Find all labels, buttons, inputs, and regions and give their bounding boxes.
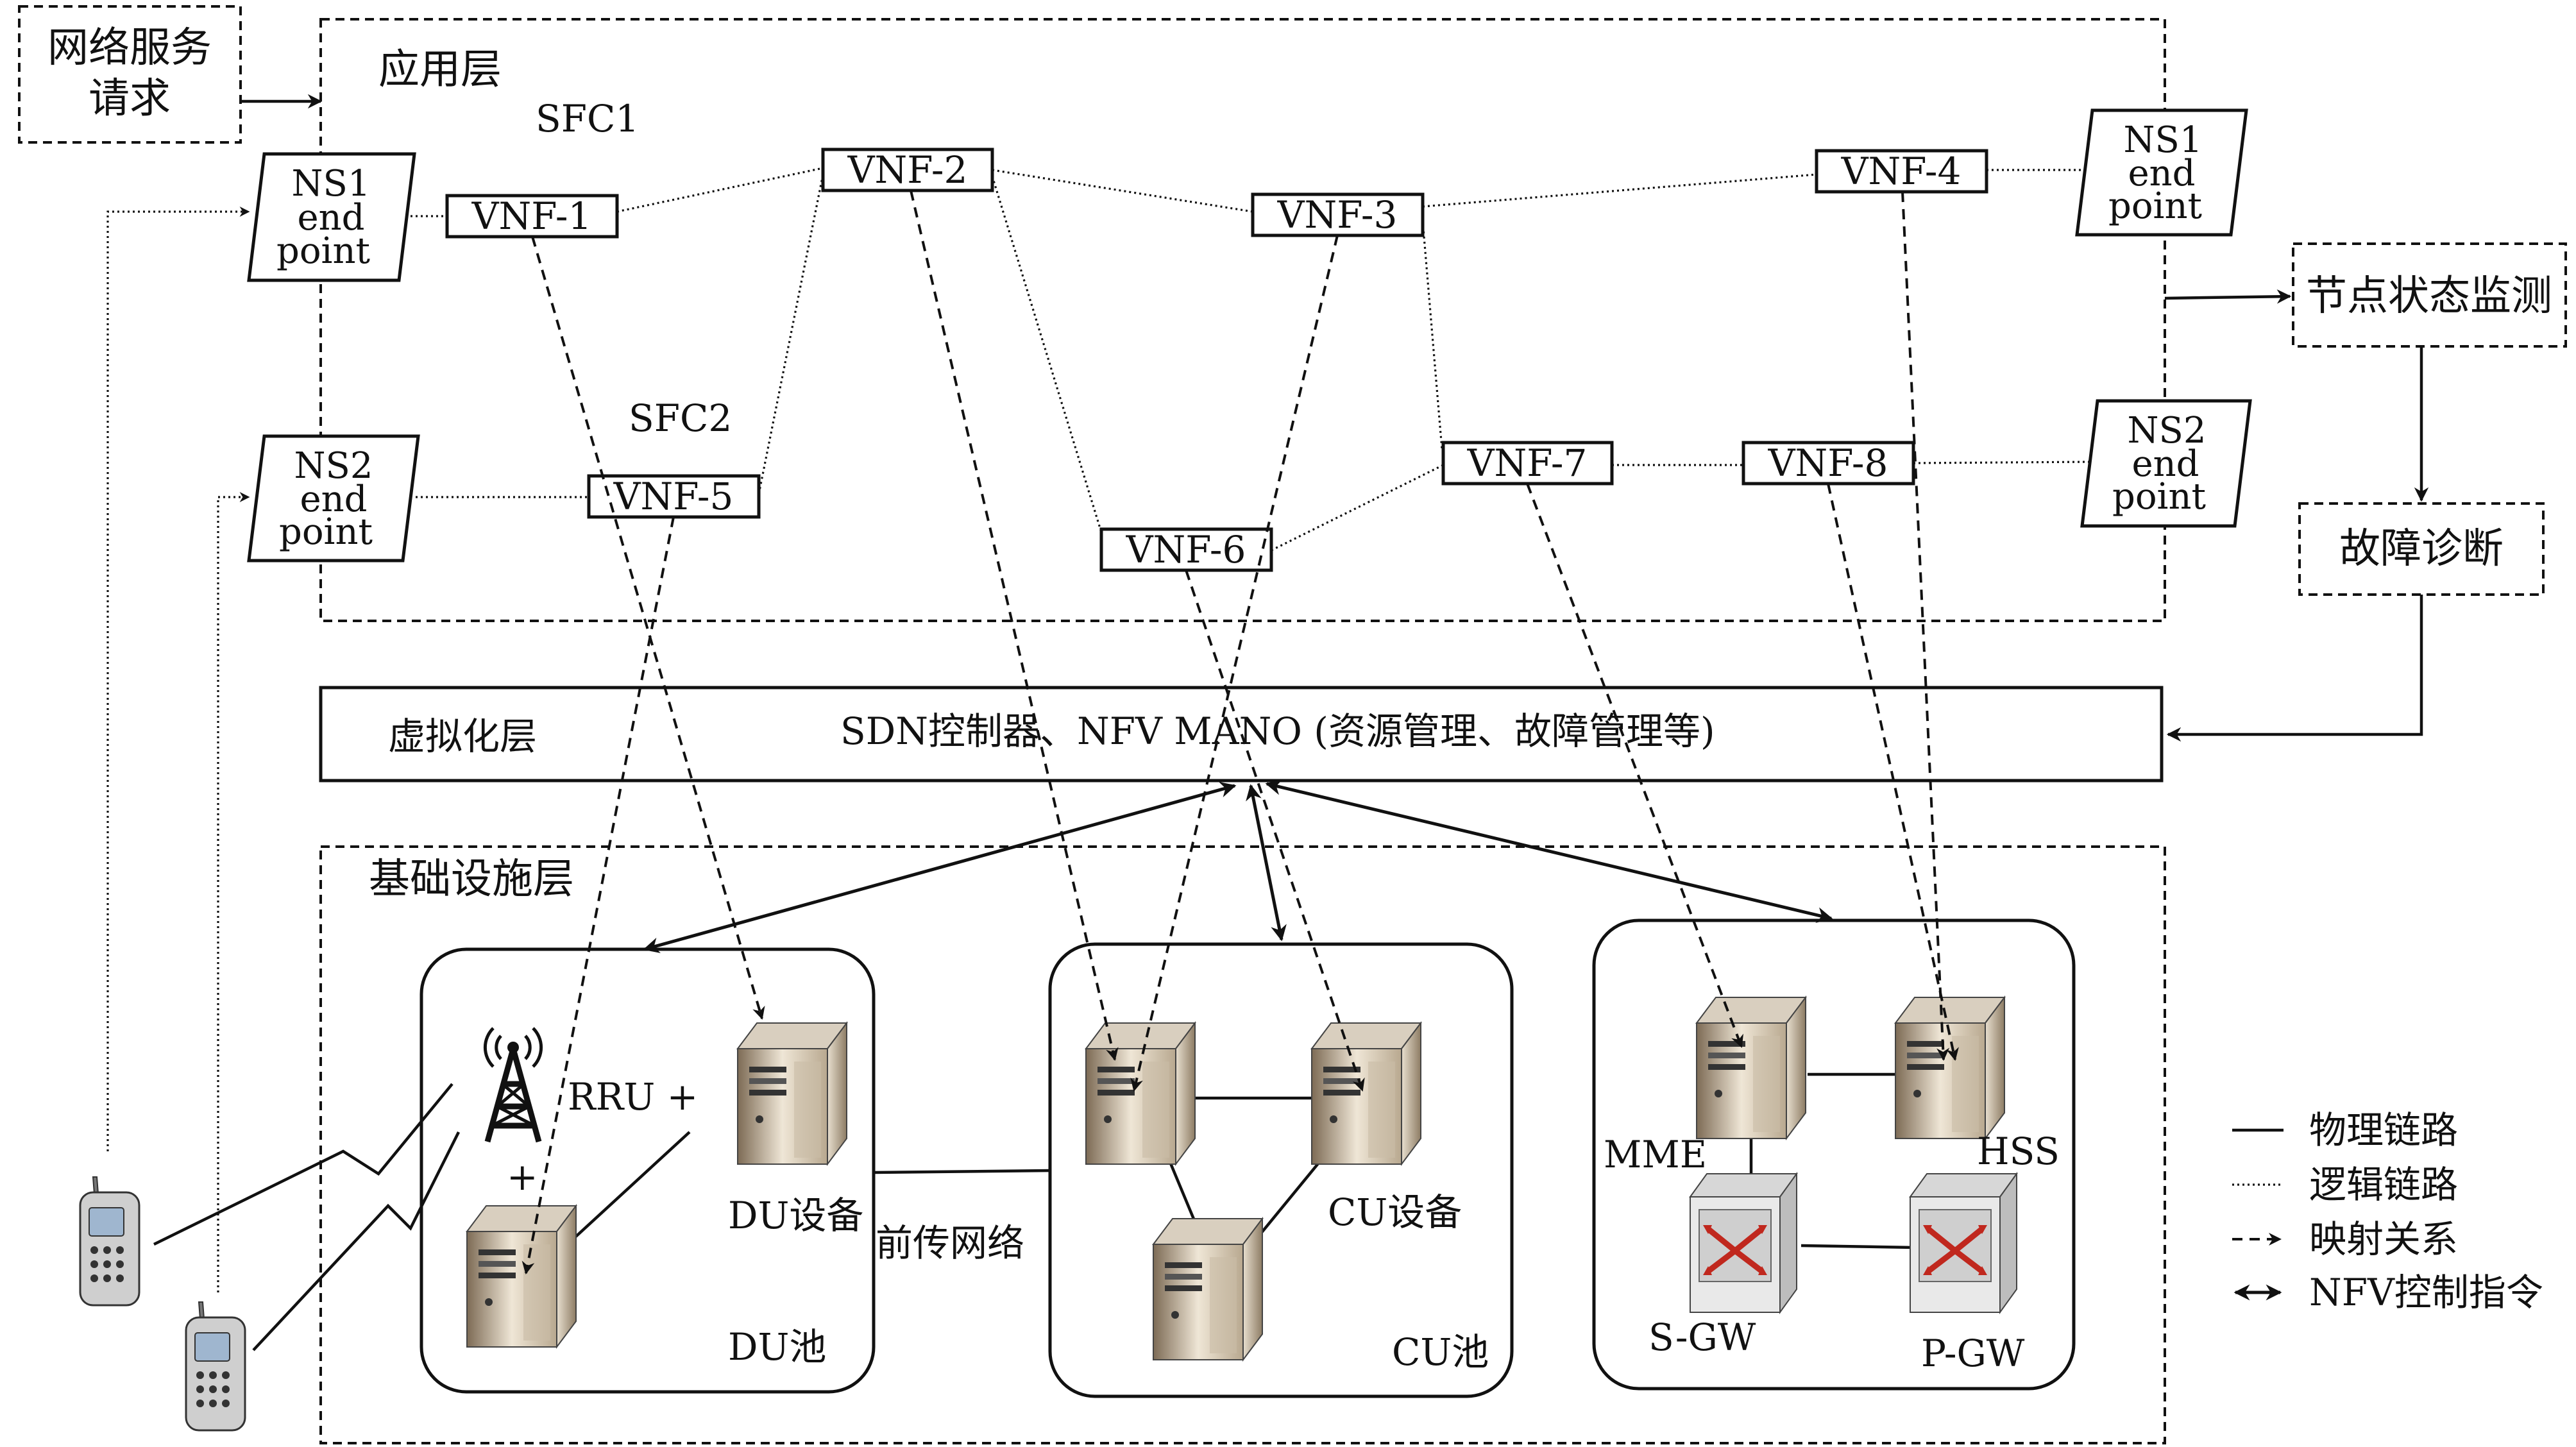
mme-label: MME [1604, 1133, 1707, 1176]
ns2-out-line2: end [2131, 443, 2199, 485]
fronthaul-network-label: 前传网络 [876, 1221, 1024, 1265]
pgw-label: P-GW [1921, 1332, 2025, 1375]
device-to-endpoint-links [106, 207, 250, 1292]
legend-mapping-label: 映射关系 [2309, 1217, 2458, 1261]
vnf6-label: VNF-6 [1126, 528, 1246, 571]
ns2-in-line2: end [300, 478, 367, 520]
pgw-switch-icon [1910, 1174, 2017, 1312]
fault-diagnosis-box [2298, 502, 2545, 596]
virtualization-layer-label: 虚拟化层 [388, 715, 537, 758]
ns1-in-line1: NS1 [292, 163, 371, 205]
logical-links [411, 167, 2093, 552]
du-device-server-1-icon [737, 1022, 847, 1165]
cu-server-bottom-icon [1153, 1218, 1263, 1360]
physical-links [570, 1072, 1915, 1249]
ns1-out-line1: NS1 [2124, 119, 2203, 161]
legend-physical-label: 物理链路 [2309, 1108, 2458, 1152]
rru-plus-label: + [507, 1155, 538, 1199]
diagnosis-to-virtualization-arrow [2166, 595, 2423, 742]
ns1-out-endpoint [2075, 108, 2248, 237]
ns2-in-line3: point [279, 511, 373, 553]
application-layer-label: 应用层 [378, 46, 502, 94]
virtualization-layer-container [319, 686, 2164, 783]
hss-server-icon [1895, 997, 2005, 1139]
vnf5-label: VNF-5 [613, 475, 734, 518]
vnf1-label: VNF-1 [471, 194, 592, 238]
vnf3-box [1251, 192, 1425, 237]
ns2-out-line1: NS2 [2128, 410, 2207, 452]
network-service-request-box [18, 5, 242, 144]
cu-pool-label: CU池 [1392, 1330, 1489, 1374]
vnf7-box [1441, 441, 1614, 486]
mobile-phone-2-icon [185, 1301, 246, 1432]
cu-server-left-icon [1085, 1022, 1196, 1165]
vnf1-box [445, 194, 619, 239]
sgw-label: S-GW [1648, 1316, 1756, 1359]
ns1-in-endpoint [247, 152, 416, 282]
vnf2-box [821, 148, 994, 192]
ns1-in-line3: point [276, 230, 371, 272]
rru-tower-icon [483, 1027, 543, 1143]
cu-pool-box [1048, 942, 1514, 1398]
legend-control-label: NFV控制指令 [2309, 1271, 2543, 1314]
vnf8-label: VNF-8 [1768, 441, 1888, 485]
infrastructure-layer-label: 基础设施层 [369, 856, 574, 903]
ns2-out-endpoint [2080, 399, 2252, 528]
ns2-in-endpoint [247, 434, 420, 563]
vnf7-label: VNF-7 [1467, 441, 1588, 485]
virtualization-layer-content: SDN控制器、NFV MANO (资源管理、故障管理等) [840, 709, 1715, 753]
ns2-in-line1: NS2 [294, 445, 373, 487]
legend: 物理链路 逻辑链路 映射关系 NFV控制指令 [2232, 1108, 2543, 1314]
ns1-out-line3: point [2108, 185, 2203, 227]
ns1-out-line2: end [2128, 153, 2195, 194]
infrastructure-layer-container [319, 845, 2166, 1444]
application-layer-container [319, 18, 2166, 622]
network-service-request-line1: 网络服务 [47, 24, 212, 72]
sfc1-label: SFC1 [536, 97, 639, 140]
hss-label: HSS [1977, 1130, 2060, 1173]
vnf6-box [1099, 527, 1273, 572]
ns1-in-line2: end [297, 197, 364, 239]
rru-label: RRU + [568, 1075, 698, 1119]
du-device-server-2-icon [466, 1205, 577, 1348]
mme-server-icon [1696, 997, 1806, 1139]
du-device-label: DU设备 [728, 1194, 863, 1237]
vnf3-label: VNF-3 [1277, 193, 1398, 237]
vnf5-box [587, 474, 761, 519]
monitor-arrow [2164, 289, 2292, 304]
legend-logical-label: 逻辑链路 [2309, 1163, 2458, 1206]
network-service-request-line2: 请求 [89, 75, 171, 123]
mobile-phone-1-icon [79, 1176, 140, 1307]
node-status-monitor-label: 节点状态监测 [2306, 273, 2552, 320]
cu-server-right-icon [1311, 1022, 1421, 1165]
wireless-links [153, 1083, 461, 1351]
cu-device-label: CU设备 [1328, 1190, 1462, 1234]
nfv-control-instructions [643, 779, 1833, 954]
node-status-monitor-box [2292, 242, 2567, 348]
fault-diagnosis-label: 故障诊断 [2339, 525, 2504, 573]
du-pool-label: DU池 [728, 1325, 826, 1369]
sfc2-label: SFC2 [629, 396, 732, 440]
sgw-switch-icon [1690, 1174, 1797, 1312]
vnf4-label: VNF-4 [1841, 149, 1962, 193]
ns2-out-line3: point [2112, 476, 2207, 518]
vnf4-box [1815, 149, 1988, 194]
vnf2-label: VNF-2 [847, 148, 968, 192]
